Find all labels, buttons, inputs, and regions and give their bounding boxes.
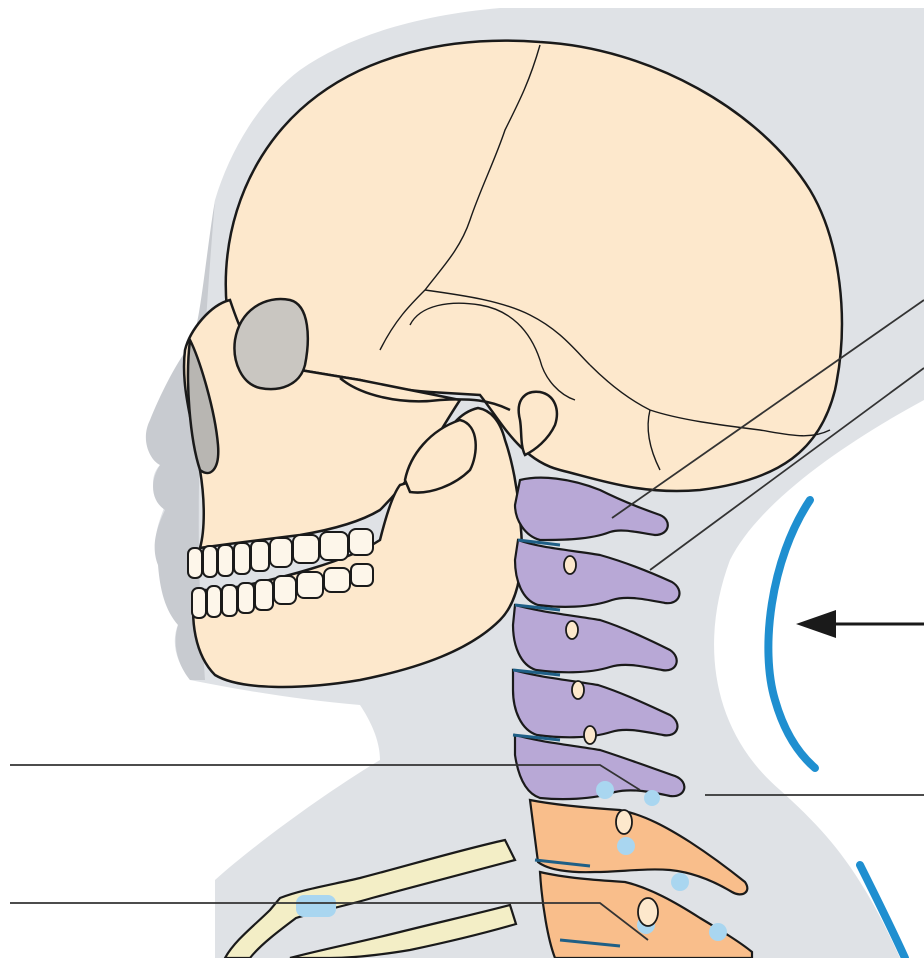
- clavicle-joint-highlight: [296, 895, 336, 917]
